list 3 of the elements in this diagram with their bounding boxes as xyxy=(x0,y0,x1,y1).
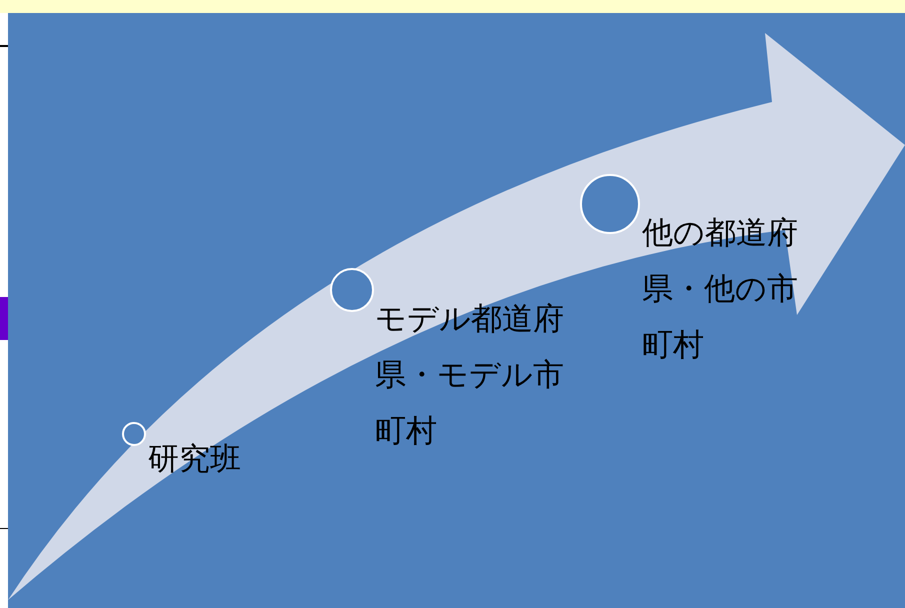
milestone-circle xyxy=(579,173,641,235)
milestone-circle xyxy=(121,421,147,447)
milestone-circle xyxy=(329,267,375,313)
